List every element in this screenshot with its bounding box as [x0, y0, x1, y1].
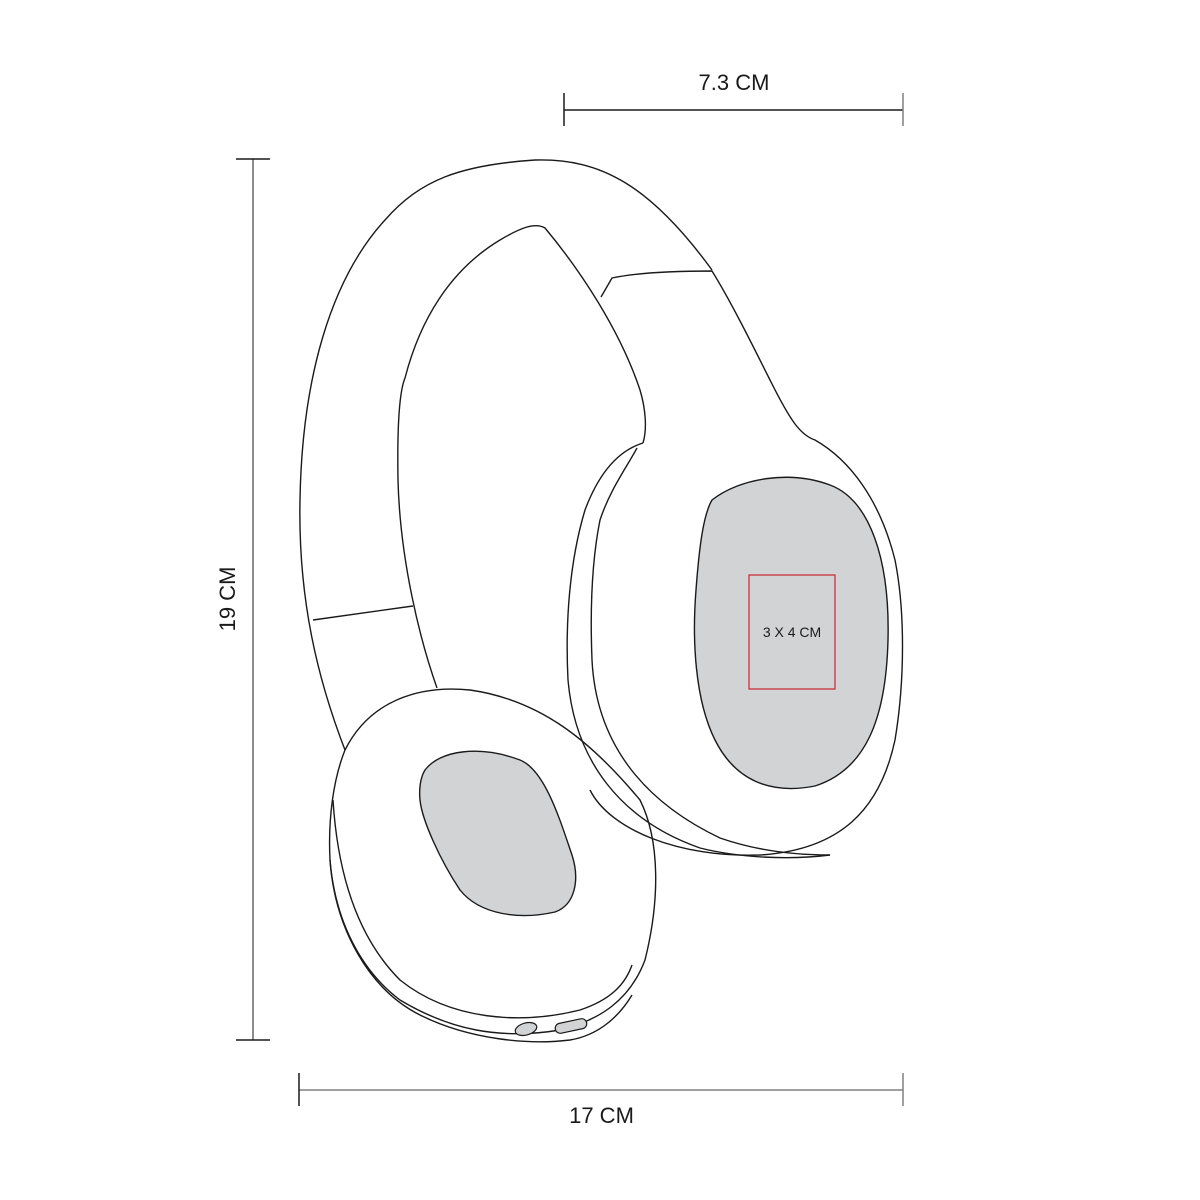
- dimension-line-top: [563, 93, 904, 126]
- right-cup-pad: [693, 476, 889, 790]
- headband-joint-line: [312, 605, 414, 621]
- dimension-label-top-width: 7.3 CM: [698, 70, 770, 95]
- right-cup-outer: [566, 442, 831, 859]
- dimension-line-bottom: [298, 1073, 904, 1106]
- print-area-box: [748, 574, 836, 690]
- usb-port-icon: [554, 1018, 588, 1034]
- left-cup-rim: [332, 799, 633, 1019]
- left-cup-rim-bottom: [329, 859, 633, 1043]
- right-yoke: [589, 270, 904, 856]
- headband-outer: [299, 159, 713, 751]
- right-cup-inner: [590, 447, 831, 856]
- headband-inner: [397, 224, 647, 689]
- print-area-text: 3 X 4 CM: [762, 624, 822, 640]
- audio-jack-icon: [514, 1021, 538, 1037]
- left-cup-pad: [418, 750, 577, 917]
- dimension-line-left: [236, 158, 270, 1041]
- dimension-label-total-width: 17 CM: [569, 1103, 634, 1128]
- print-area-label: 3 X 4 CM: [749, 575, 835, 689]
- dimension-label-height: 19 CM: [215, 566, 240, 632]
